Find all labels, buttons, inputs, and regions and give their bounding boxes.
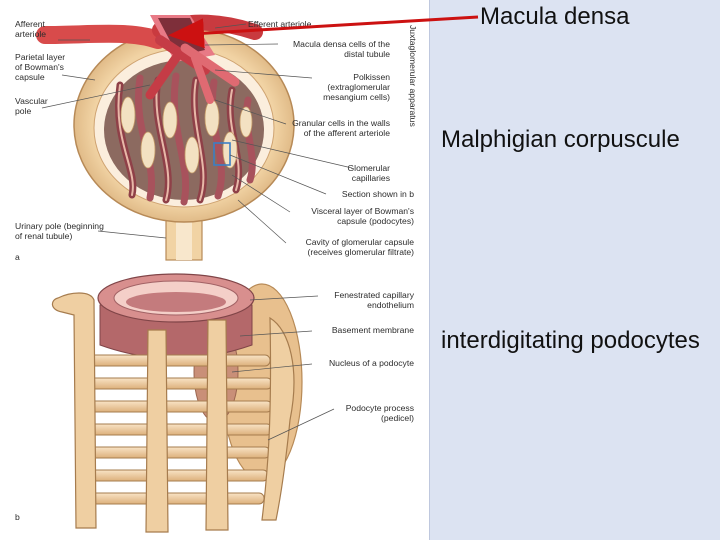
annotation-panel: [430, 0, 720, 540]
macula-densa-cells-label: Macula densa cells of the: [293, 39, 390, 49]
visceral-layer-label: Visceral layer of Bowman's: [311, 206, 414, 216]
divider: [429, 0, 430, 540]
section-shown-label: Section shown in b: [342, 189, 414, 199]
podocyte-capillary-section: [51, 273, 303, 533]
parietal-layer-label: Parietal layer: [15, 52, 65, 62]
macula-densa-annotation: Macula densa: [480, 3, 630, 30]
vascular-pole-label: Vascular: [15, 96, 48, 106]
panel-b-letter: b: [15, 512, 20, 522]
glomerular-capillaries-label: Glomerular: [347, 163, 390, 173]
section-box: [213, 142, 231, 166]
renal-corpuscle: [36, 14, 295, 261]
right-labels-a: Efferent arteriole Macula densa cells of…: [248, 19, 418, 257]
efferent-arteriole-label: Efferent arteriole: [248, 19, 312, 29]
interdigitating-podocytes-annotation: interdigitating podocytes: [441, 327, 700, 354]
afferent-arteriole-label: Afferent: [15, 19, 46, 29]
juxtaglomerular-label: Juxtaglomerular apparatus: [408, 25, 418, 127]
granular-cells-label: Granular cells in the walls: [292, 118, 390, 128]
podocyte-columns: [51, 292, 295, 533]
cavity-label: Cavity of glomerular capsule: [306, 237, 415, 247]
svg-text:Cavity of glomerular capsule(r: Cavity of glomerular capsule(receives gl…: [306, 237, 415, 257]
panel-a-letter: a: [15, 252, 20, 262]
nucleus-label: Nucleus of a podocyte: [329, 358, 414, 368]
urinary-pole-label: Urinary pole (beginning: [15, 221, 104, 231]
svg-text:Podocyte process(pedicel): Podocyte process(pedicel): [346, 403, 414, 423]
leader-lines: [41, 23, 353, 441]
fenestrated-label: Fenestrated capillary: [334, 290, 414, 300]
polkissen-label: Polkissen: [353, 72, 390, 82]
pedicel-label: Podocyte process: [346, 403, 414, 413]
malphigian-corpuscule-annotation: Malphigian corpuscule: [441, 126, 680, 153]
basement-membrane-label: Basement membrane: [332, 325, 414, 335]
